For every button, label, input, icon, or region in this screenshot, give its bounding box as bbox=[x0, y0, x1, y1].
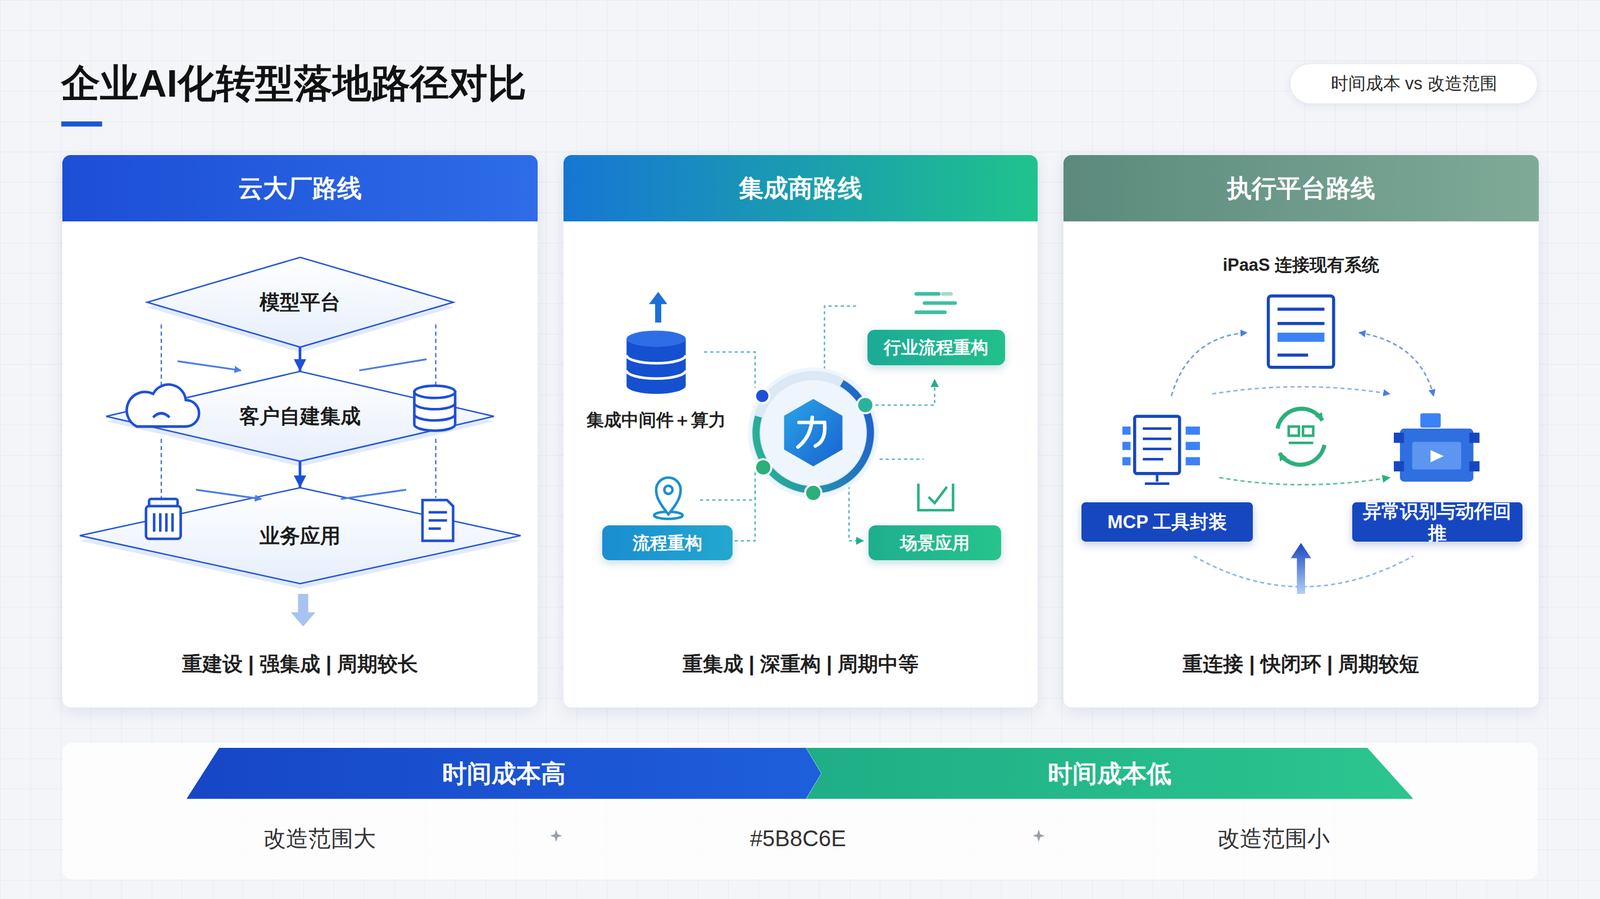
node-text: 时间成本 vs 改造范围 bbox=[1326, 73, 1502, 94]
title-underline bbox=[61, 121, 103, 127]
node-label-area: 流程重构 bbox=[602, 525, 733, 561]
process-box: 异常识别与动作回推 bbox=[1352, 502, 1523, 543]
node-label-area: 时间成本 vs 改造范围 bbox=[1290, 64, 1538, 104]
route-panel: 云大厂路线重建设 | 强集成 | 周期较长 模型平台客户自建集成业务应用 bbox=[62, 155, 538, 708]
node-label-area: 时间成本高 bbox=[186, 747, 822, 799]
layer-slab: 模型平台 bbox=[147, 257, 454, 348]
sparkle-symbol bbox=[550, 829, 563, 843]
node-text: 行业流程重构 bbox=[879, 337, 993, 358]
panel-header: 执行平台路线 bbox=[1063, 155, 1539, 222]
chevron-shape bbox=[806, 747, 1414, 799]
panel-header: 云大厂路线 bbox=[62, 155, 538, 222]
panel-footer: 重建设 | 强集成 | 周期较长 bbox=[62, 647, 538, 681]
chevron-shape bbox=[186, 747, 822, 799]
legend-pill: 时间成本 vs 改造范围 bbox=[1289, 63, 1538, 105]
node-label-area: 客户自建集成 bbox=[106, 371, 494, 462]
slab-shape bbox=[79, 487, 521, 584]
node-text: 场景应用 bbox=[895, 532, 974, 554]
slab-shape bbox=[106, 371, 494, 462]
page-title: 企业AI化转型落地路径对比 bbox=[61, 58, 527, 108]
panel-summary: 重连接 | 快闭环 | 周期较短 bbox=[1063, 647, 1539, 681]
panel-heading: 云大厂路线 bbox=[62, 155, 538, 222]
process-box: MCP 工具封装 bbox=[1081, 502, 1253, 543]
node-label-area: 异常识别与动作回推 bbox=[1352, 502, 1523, 543]
route-panel: 集成商路线重集成 | 深重构 | 周期中等 行业流程重构流程重构 场景应用 bbox=[563, 155, 1039, 708]
node-label-area: 行业流程重构 bbox=[867, 329, 1006, 366]
node-text: MCP 工具封装 bbox=[1103, 510, 1232, 533]
slab-shape bbox=[147, 257, 454, 348]
node-text: 业务应用 bbox=[255, 523, 345, 549]
node-text: 模型平台 bbox=[255, 289, 345, 315]
panel-footer: 重集成 | 深重构 | 周期中等 bbox=[563, 647, 1039, 681]
node-label-area: 场景应用 bbox=[868, 525, 1002, 561]
step-tag: 流程重构 bbox=[602, 525, 733, 561]
node-label-area: 时间成本低 bbox=[806, 747, 1414, 799]
node-label-area: 业务应用 bbox=[79, 487, 521, 584]
node-label-area: 模型平台 bbox=[147, 257, 454, 348]
chevron-band: 时间成本低 bbox=[806, 747, 1414, 799]
chevron-band: 时间成本高 bbox=[186, 747, 822, 799]
panel-footer: 重连接 | 快闭环 | 周期较短 bbox=[1063, 647, 1539, 681]
sparkle-symbol bbox=[1032, 829, 1045, 843]
node-text: 时间成本低 bbox=[1043, 758, 1176, 789]
axis-label: 改造范围大 bbox=[156, 821, 483, 856]
node-text: 客户自建集成 bbox=[235, 403, 366, 429]
bottom-band bbox=[62, 742, 1538, 880]
component-label: 集成中间件＋算力 bbox=[492, 407, 820, 434]
step-tag: 场景应用 bbox=[868, 525, 1002, 561]
axis-label: 改造范围小 bbox=[1110, 821, 1437, 856]
node-text: 时间成本高 bbox=[438, 758, 571, 789]
layer-slab: 业务应用 bbox=[79, 487, 521, 584]
panel-heading: 执行平台路线 bbox=[1063, 155, 1539, 222]
route-panel: 执行平台路线重连接 | 快闭环 | 周期较短 MCP 工具封装 异常识别与动作回推 bbox=[1063, 155, 1539, 708]
node-label-area: MCP 工具封装 bbox=[1081, 502, 1253, 543]
component-label: iPaaS 连接现有系统 bbox=[1137, 252, 1465, 279]
panel-summary: 重集成 | 深重构 | 周期中等 bbox=[563, 647, 1039, 681]
axis-label: #5B8C6E bbox=[634, 821, 962, 856]
panel-header: 集成商路线 bbox=[563, 155, 1039, 222]
panel-summary: 重建设 | 强集成 | 周期较长 bbox=[62, 647, 538, 681]
node-text: 流程重构 bbox=[628, 532, 707, 554]
panel-heading: 集成商路线 bbox=[563, 155, 1039, 222]
layer-slab: 客户自建集成 bbox=[106, 371, 494, 462]
node-text: 异常识别与动作回推 bbox=[1352, 500, 1523, 544]
step-tag: 行业流程重构 bbox=[867, 329, 1006, 366]
